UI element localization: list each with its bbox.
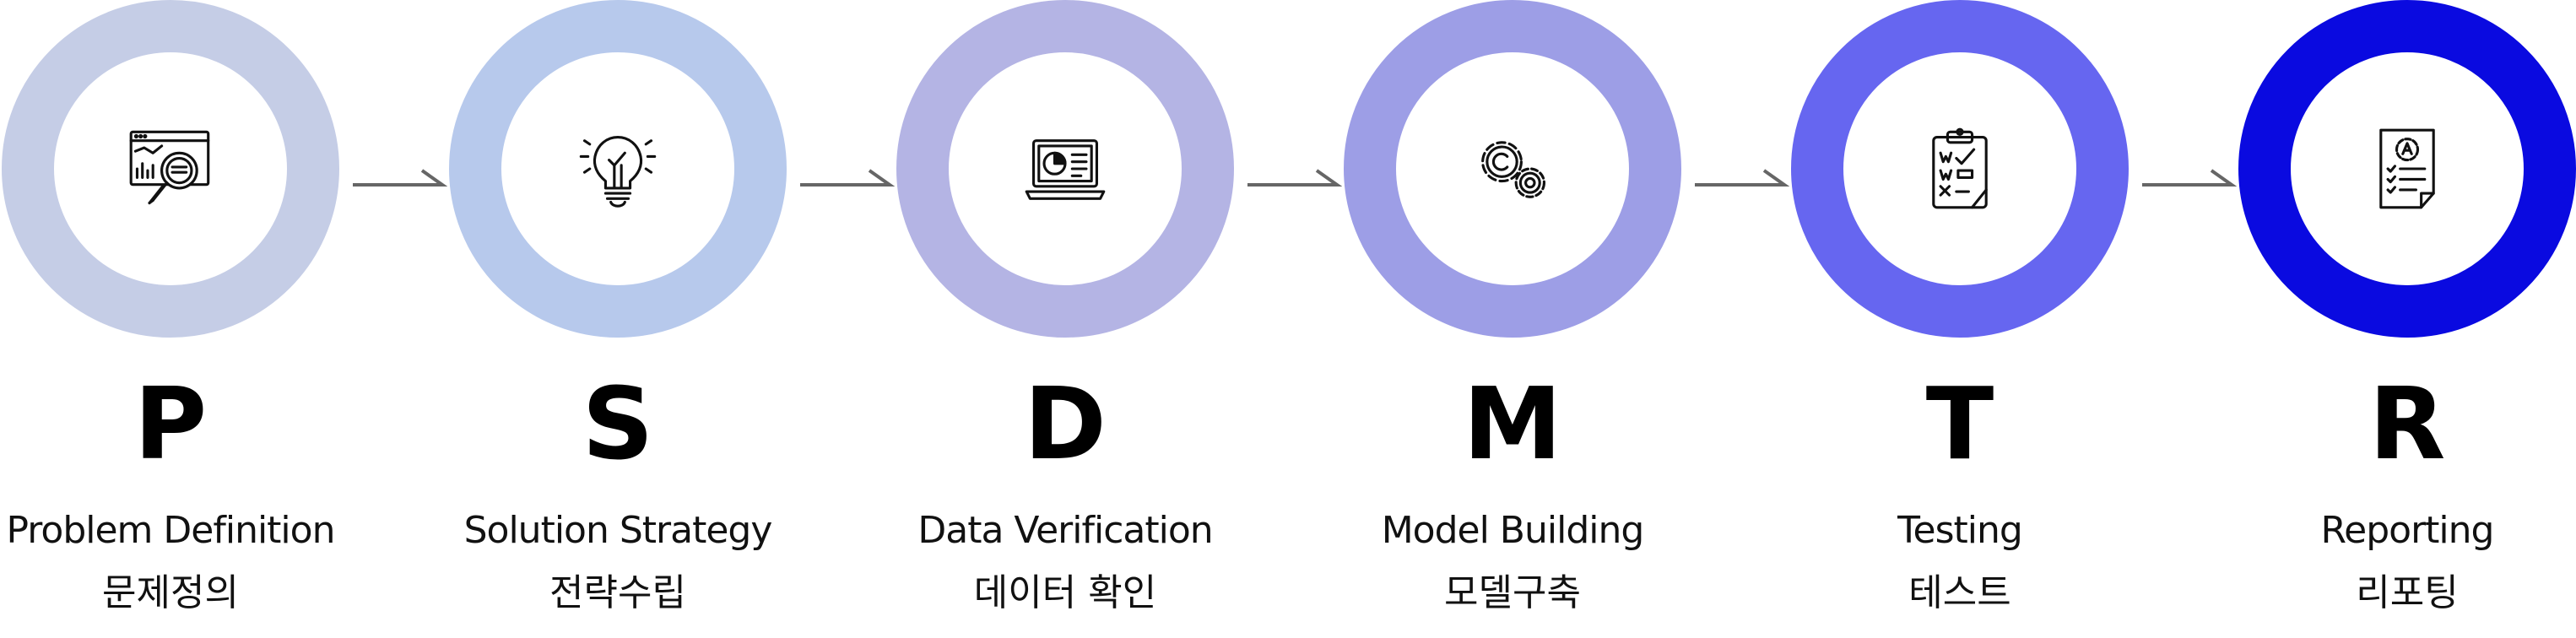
report-document-icon — [2363, 125, 2451, 213]
step-name-en: Data Verification — [917, 509, 1213, 552]
step-name-ko: 리포팅 — [2356, 571, 2459, 614]
step-letter: M — [1463, 365, 1562, 482]
step-letter: R — [2368, 365, 2446, 482]
step-name-en: Problem Definition — [6, 509, 336, 552]
connector-arrow — [1695, 165, 1789, 191]
step-testing: T Testing 테스트 — [1724, 0, 2196, 638]
laptop-chart-icon — [1021, 125, 1109, 213]
clipboard-checklist-icon — [1916, 125, 2004, 213]
gears-icon — [1469, 125, 1556, 213]
step-ring — [449, 0, 787, 338]
step-name-ko: 문제정의 — [102, 571, 239, 614]
connector-arrow — [800, 165, 895, 191]
step-name-en: Reporting — [2320, 509, 2495, 552]
step-ring — [2238, 0, 2576, 338]
step-ring — [1791, 0, 2129, 338]
step-problem-definition: P Problem Definition 문제정의 — [0, 0, 407, 638]
step-name-ko: 전략수립 — [549, 571, 686, 614]
step-letter: D — [1024, 365, 1107, 482]
step-letter: T — [1925, 365, 1994, 482]
step-ring — [896, 0, 1234, 338]
step-name-en: Testing — [1897, 509, 2023, 552]
step-ring — [1344, 0, 1681, 338]
step-letter: P — [133, 365, 208, 482]
step-name-en: Solution Strategy — [463, 509, 773, 552]
step-model-building: M Model Building 모델구축 — [1276, 0, 1749, 638]
step-name-ko: 테스트 — [1908, 571, 2011, 614]
step-name-en: Model Building — [1381, 509, 1645, 552]
step-name-ko: 데이터 확인 — [973, 571, 1157, 614]
step-solution-strategy: S Solution Strategy 전략수립 — [382, 0, 854, 638]
lightbulb-icon — [574, 125, 662, 213]
connector-arrow — [353, 165, 447, 191]
connector-arrow — [2142, 165, 2237, 191]
connector-arrow — [1247, 165, 1342, 191]
step-data-verification: D Data Verification 데이터 확인 — [829, 0, 1302, 638]
step-name-ko: 모델구축 — [1444, 571, 1581, 614]
step-letter: S — [582, 365, 654, 482]
step-ring — [2, 0, 339, 338]
magnifier-analytics-icon — [127, 125, 214, 213]
step-reporting: R Reporting 리포팅 — [2171, 0, 2576, 638]
